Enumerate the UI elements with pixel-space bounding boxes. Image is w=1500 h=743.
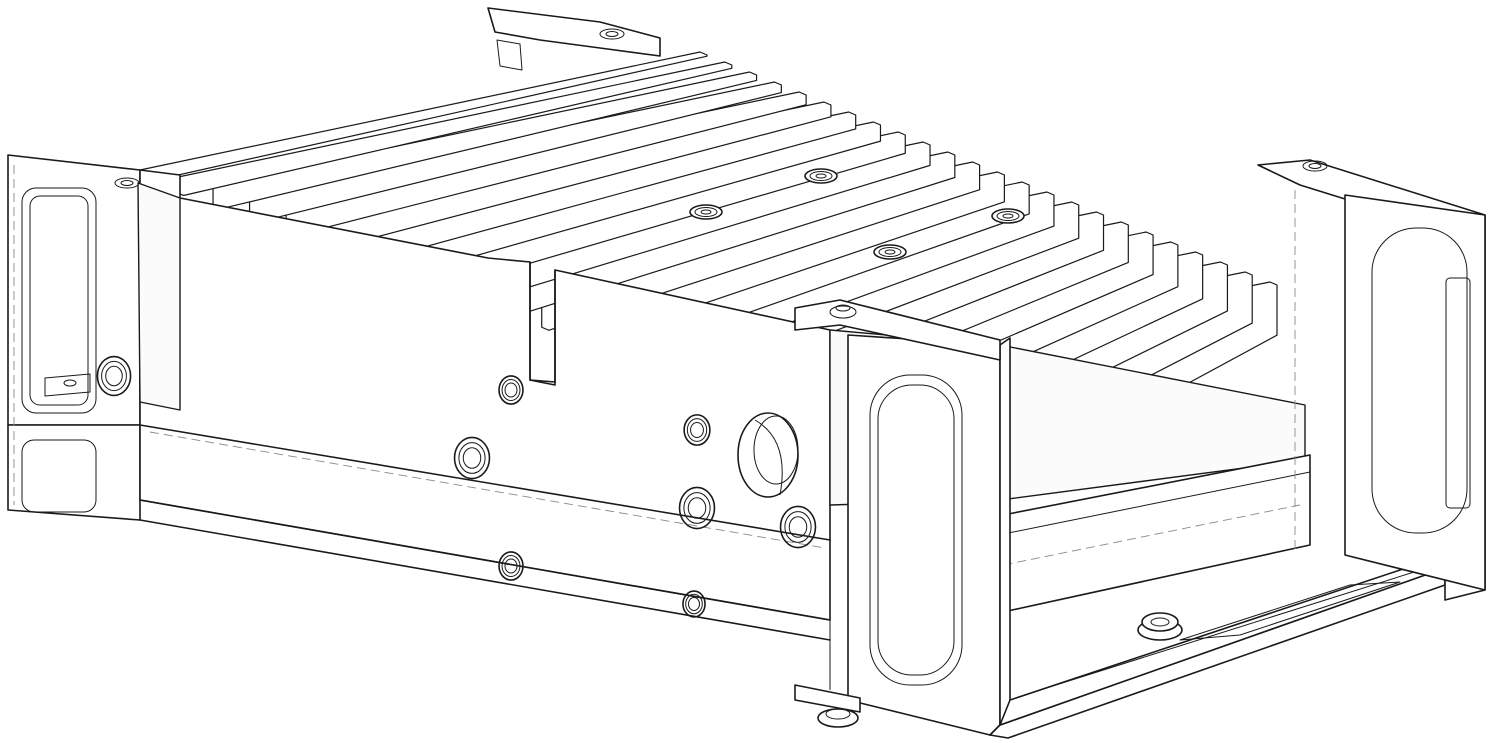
mount-hole (462, 447, 482, 469)
mount-hole (501, 378, 521, 402)
access-port (737, 412, 799, 498)
mount-hole (682, 590, 706, 618)
mount-hole (784, 511, 812, 543)
mount-hole (685, 593, 703, 615)
heatsink-screw (809, 171, 833, 181)
rear-bracket (487, 7, 661, 71)
mount-hole (96, 355, 132, 397)
mount-hole (498, 375, 524, 405)
mount-hole (683, 492, 711, 524)
front-panel (137, 169, 831, 690)
mount-hole (504, 558, 518, 574)
heatsink-screw (996, 211, 1020, 221)
mount-hole (788, 516, 808, 538)
heatsink-screw (700, 209, 712, 215)
mount-hole (686, 418, 708, 442)
base-screw (1137, 612, 1183, 641)
mount-hole (678, 486, 716, 530)
mount-hole (687, 497, 707, 519)
mount-hole (498, 551, 524, 581)
mount-hole (504, 382, 518, 398)
mount-hole (105, 365, 123, 387)
front-mount-holes (96, 355, 817, 618)
mount-hole (458, 442, 486, 474)
mount-hole (683, 414, 711, 446)
left-flange (7, 154, 141, 521)
bottom-foot (794, 684, 861, 728)
heatsink-screw (815, 173, 827, 179)
mount-hole (690, 421, 704, 439)
front-bracket-tab (794, 299, 1001, 361)
mount-hole (501, 554, 521, 578)
heatsink-top-screws (689, 168, 1025, 260)
heatsink-screw (884, 249, 896, 255)
heatsink-screw (694, 207, 718, 217)
mount-hole (687, 597, 701, 611)
mount-hole (779, 505, 817, 549)
mount-hole (101, 360, 127, 392)
rear-u-bracket (1257, 159, 1486, 601)
mount-hole (453, 436, 491, 480)
heatsink-screw (878, 247, 902, 257)
heatsink-screw (1002, 213, 1014, 219)
